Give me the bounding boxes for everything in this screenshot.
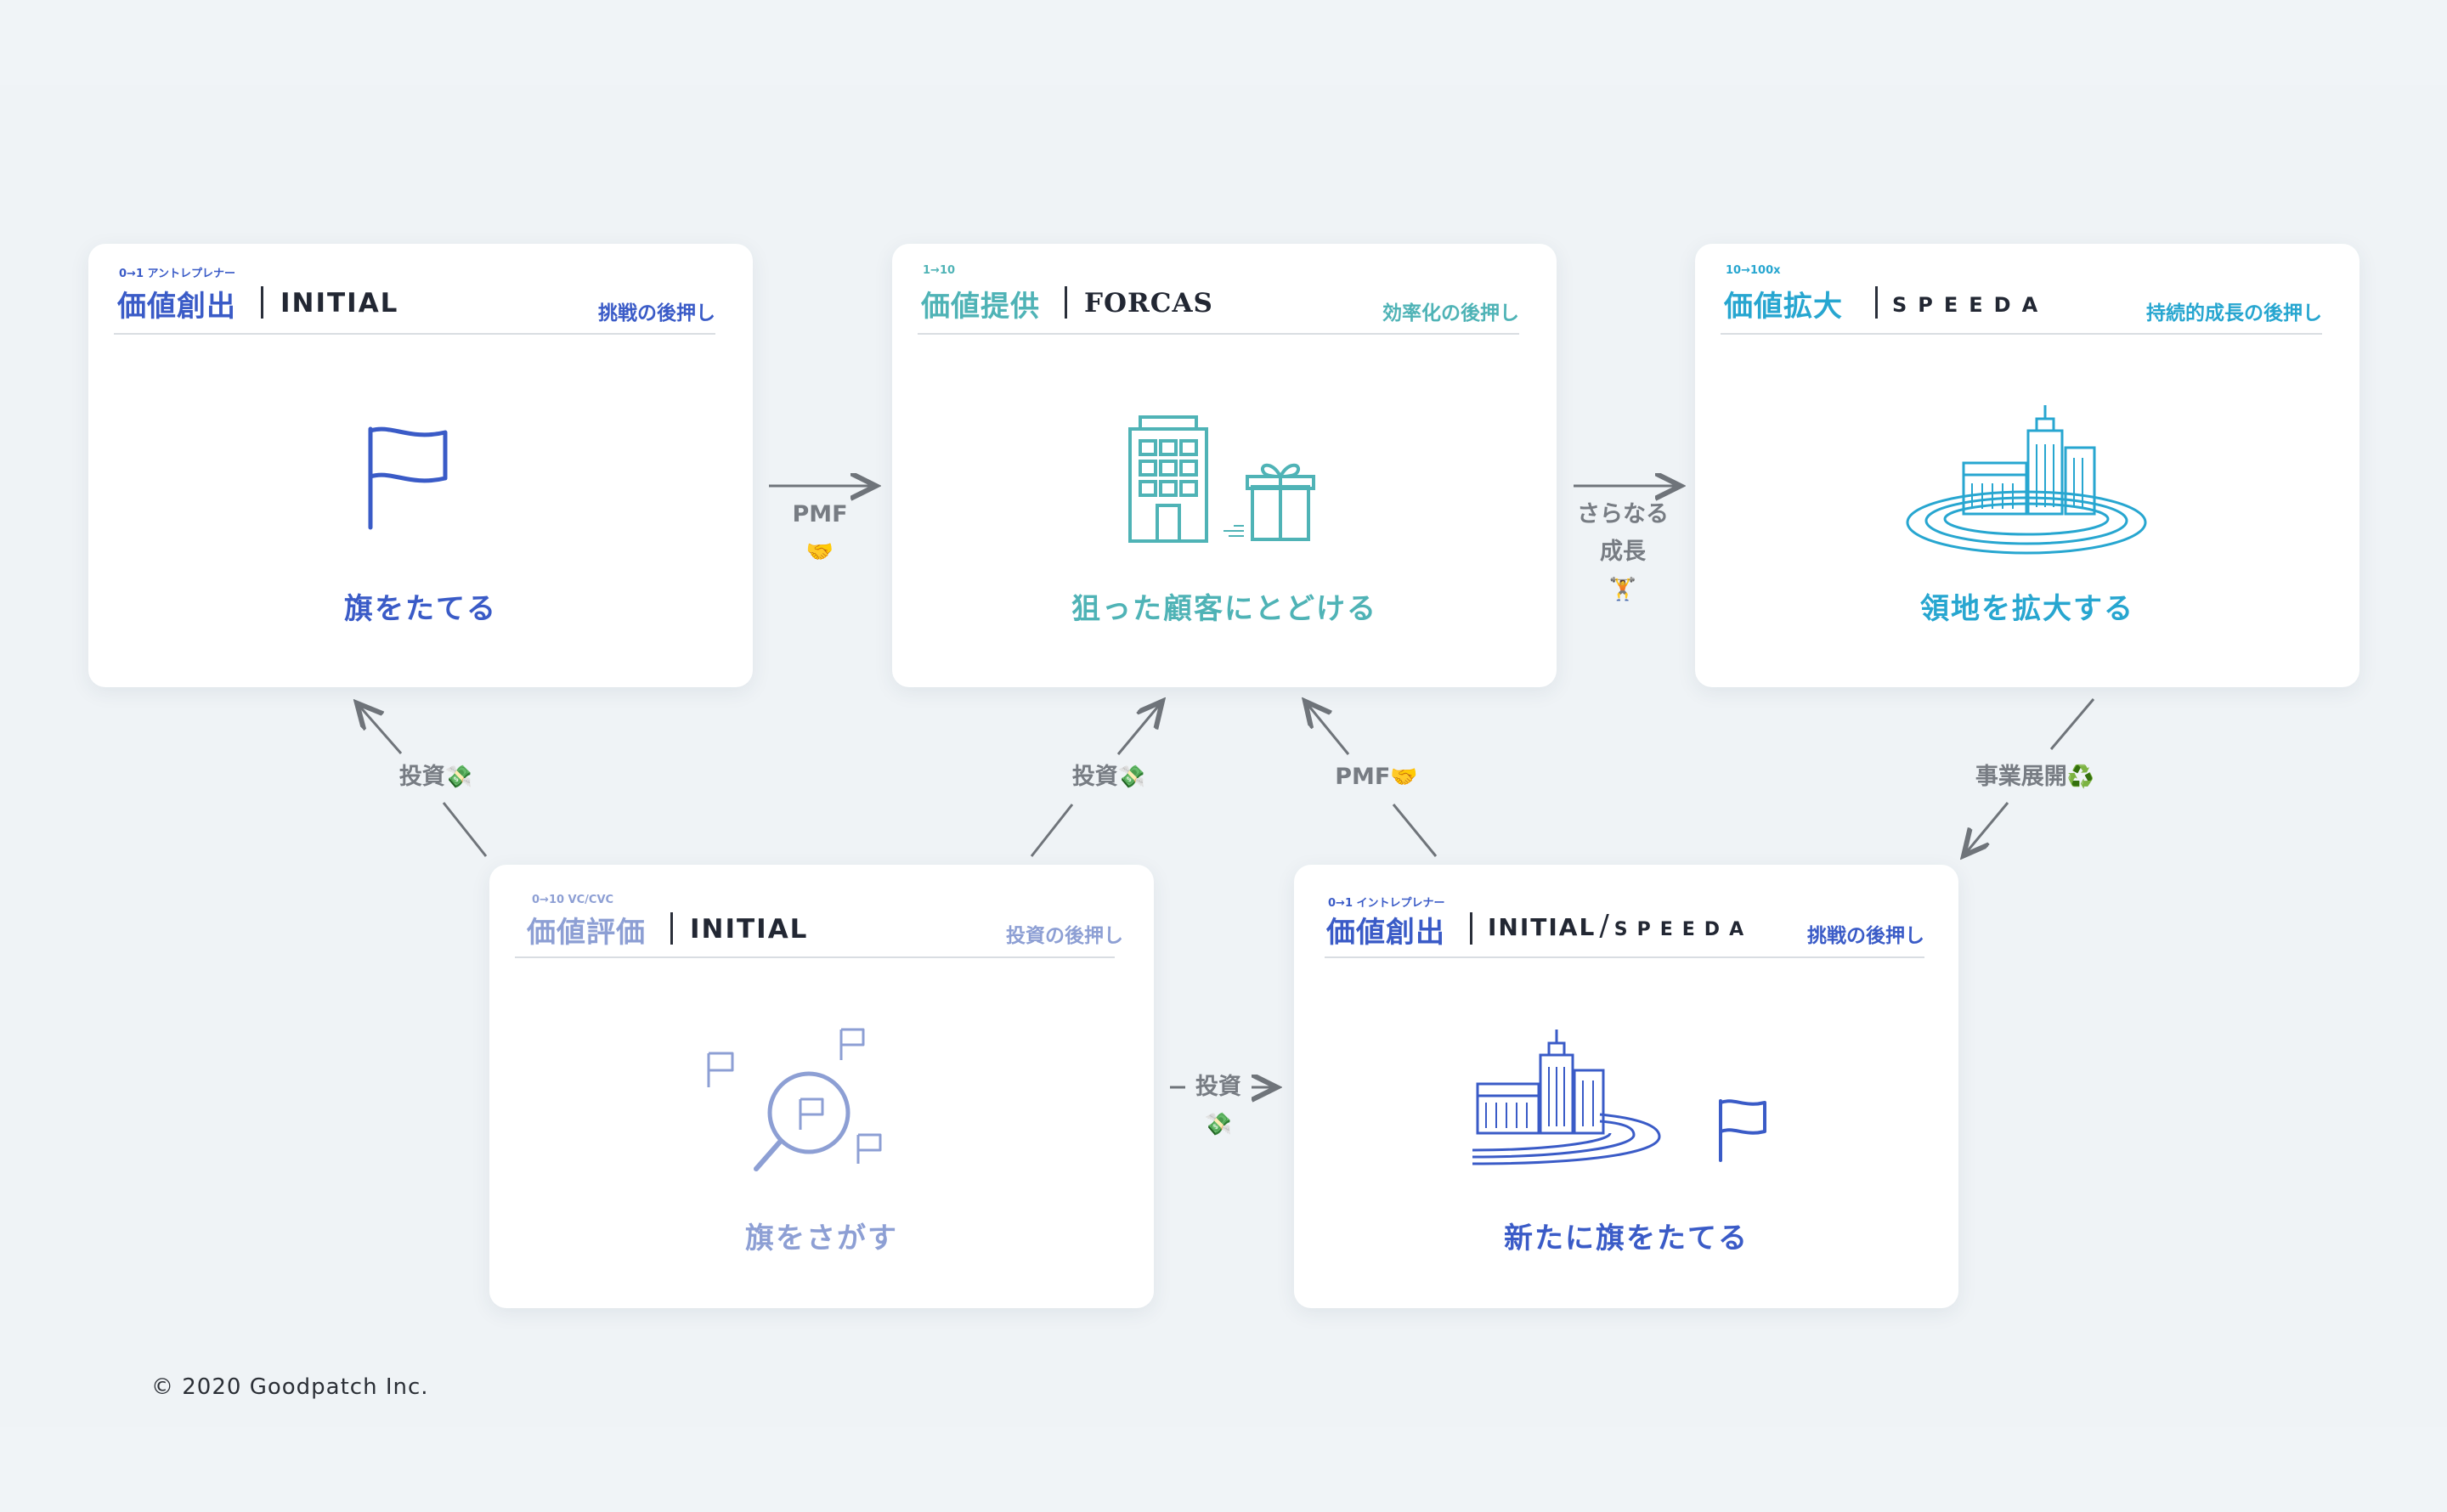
title-separator [1470,912,1472,945]
brand-logo-speeda: SPEEDA [1613,919,1754,940]
flag-icon [1719,1099,1766,1162]
title-rule [1721,333,2322,335]
flow-label: PMF [1335,764,1391,790]
card-title: 価値提供 [921,290,1040,324]
card-title: 価値創出 [117,290,236,324]
card-title: 価値評価 [527,916,646,950]
flow-label-line2: 成長 [1600,539,1646,565]
handshake-icon: 🤝 [805,539,834,565]
brand-logo-initial: INITIAL [690,914,809,945]
flow-label: PMF [792,501,848,528]
brand-logo-initial: INITIAL [1488,913,1596,941]
brand-logo-initial: INITIAL [280,288,399,319]
title-rule [1325,956,1924,958]
title-rule [918,333,1519,335]
card-initial-value-evaluation: 0→10 VC/CVC 価値評価 INITIAL 投資の後押し 旗をさがす [489,865,1154,1308]
flow-label: 投資 [398,764,445,790]
office-building-icon [1128,415,1315,543]
money-wings-icon: 💸 [1117,764,1146,790]
flow-label-line1: さらなる [1577,501,1669,528]
title-separator [1875,286,1878,319]
card-initial-value-creation: 0→1 アントレプレナー 価値創出 INITIAL 挑戦の後押し 旗をたてる [88,244,753,687]
card-caption: 新たに旗をたてる [1504,1221,1749,1255]
arrow-intra-to-forcas-lower [1392,804,1438,857]
arrow-vc-to-forcas-lower [1030,804,1074,857]
stage-label: 1→10 [923,264,956,277]
arrow-vc-to-forcas-upper [1116,703,1161,755]
arrow-speeda-to-intra-upper [2049,698,2095,750]
flow-expand-speeda-to-intra: 事業展開♻️ [1958,759,2111,796]
flow-label: 投資 [1195,1074,1241,1100]
card-initial-speeda-value-creation: 0→1 イントレプレナー 価値創出 INITIAL/SPEEDA 挑戦の後押し [1294,865,1958,1308]
flow-invest-vc-to-forcas: 投資💸 [1054,759,1164,796]
brand-logo-combo: INITIAL/SPEEDA [1488,909,1753,943]
card-title: 価値創出 [1326,916,1445,950]
brand-logo-speeda: SPEEDA [1892,293,2049,317]
stage-label: 0→1 アントレプレナー [119,268,235,280]
money-wings-icon: 💸 [444,764,473,790]
card-tagline: 投資の後押し [1006,925,1123,947]
money-wings-icon: 💸 [1204,1112,1233,1137]
card-caption: 領地を拡大する [1920,592,2134,626]
card-tagline: 挑戦の後押し [598,302,715,324]
recycle-icon: ♻️ [2066,764,2095,790]
flow-invest-vc-to-initial: 投資💸 [381,759,491,796]
flow-label: 投資 [1071,764,1118,790]
handshake-icon: 🤝 [1390,764,1418,790]
card-title: 価値拡大 [1724,290,1843,324]
card-caption: 狙った顧客にとどける [1071,592,1377,626]
card-forcas-value-delivery: 1→10 価値提供 FORCAS 効率化の後押し 狙った顧客にとどける [892,244,1557,687]
arrow-speeda-to-intra-lower [1965,802,2009,854]
flag-icon [368,426,448,530]
copyright-footer: © 2020 Goodpatch Inc. [151,1374,429,1400]
stage-label: 0→10 VC/CVC [532,894,614,906]
title-rule [515,956,1115,958]
title-separator [261,286,263,319]
weightlifter-icon: 🏋 [1608,577,1637,602]
brand-slash: / [1599,909,1611,943]
card-speeda-value-expansion: 10→100x 価値拡大 SPEEDA 持続的成長の後押し 領地を拡大する [1695,244,2359,687]
title-rule [114,333,715,335]
card-caption: 旗をたてる [344,592,497,626]
title-separator [670,912,673,945]
arrow-intra-to-forcas-upper [1307,703,1350,755]
flow-invest-vc-to-intra: 投資 💸 [1184,1069,1252,1143]
stage-label: 10→100x [1726,264,1781,277]
flow-pmf-initial-to-forcas: PMF 🤝 [782,496,858,571]
city-territory-icon [1906,405,2147,555]
card-tagline: 効率化の後押し [1382,302,1519,324]
gift-icon [1224,463,1315,541]
card-tagline: 挑戦の後押し [1807,925,1924,947]
flow-label: 事業展開 [1975,764,2067,790]
card-caption: 旗をさがす [745,1221,898,1255]
arrow-vc-to-initial-lower [442,802,488,857]
card-tagline: 持続的成長の後押し [2146,302,2322,324]
stage-label: 0→1 イントレプレナー [1328,897,1445,910]
arrow-vc-to-initial-upper [359,705,403,754]
brand-logo-forcas: FORCAS [1084,288,1213,319]
flow-pmf-intra-to-forcas: PMF🤝 [1325,759,1427,796]
title-separator [1065,286,1067,319]
flow-growth-forcas-to-speeda: さらなる 成長 🏋 [1563,496,1682,608]
magnifier-flags-icon [707,1028,882,1171]
city-new-flag-icon [1472,1030,1766,1165]
